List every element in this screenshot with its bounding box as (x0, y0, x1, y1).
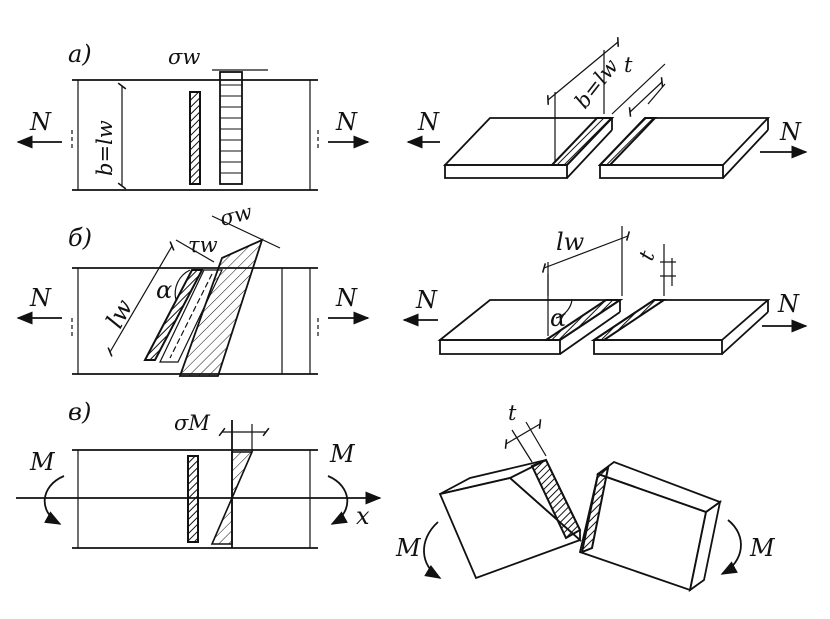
panel-c-iso-thickness-label: t (508, 401, 517, 425)
panel-b-iso-length-label: lw (556, 228, 585, 256)
panel-b-angle-label: α (156, 276, 172, 304)
panel-b-shear-band (159, 269, 223, 363)
panel-a-force-left-label: N (29, 108, 52, 136)
panel-a-iso-force-left-label: N (417, 108, 440, 136)
panel-b-iso-view (437, 226, 771, 355)
panel-b-length-dimension (107, 241, 175, 357)
panel-a-marker: а) (68, 40, 92, 68)
panel-a-stress-label: σw (168, 45, 200, 69)
panel-c: в) σM x M M (16, 398, 776, 593)
panel-c-axis-label: x (356, 502, 370, 530)
panel-b-normal-stress-diagram (178, 238, 264, 377)
panel-c-weld (187, 455, 199, 543)
panel-b-force-right-label: N (335, 284, 358, 312)
panel-c-plate (72, 449, 318, 549)
panel-c-moment-left-label: M (29, 448, 56, 476)
panel-b-shear-label: τw (188, 233, 218, 257)
panel-b: б) lw α τw σw (16, 200, 808, 377)
panel-b-marker: б) (68, 224, 92, 252)
panel-a-stress-diagram (212, 69, 268, 185)
panel-c-moment-left-arrow (43, 475, 65, 525)
panel-a-iso-view (442, 37, 771, 179)
panel-c-iso-view (438, 419, 722, 593)
panel-b-iso-angle-label: α (550, 304, 566, 332)
panel-c-iso-moment-left-arrow (423, 521, 442, 579)
panel-b-length-label: lw (101, 294, 139, 332)
panel-a-iso-force-right-label: N (779, 118, 802, 146)
panel-b-shear-dimension (175, 239, 215, 263)
panel-b-normal-dimension (211, 215, 281, 249)
panel-b-angle-arc (174, 269, 191, 301)
panel-b-iso-force-right-label: N (777, 290, 800, 318)
panel-a-iso-length-label: b=lw (570, 54, 623, 113)
panel-a-force-right-label: N (335, 108, 358, 136)
panel-b-force-left-label: N (29, 284, 52, 312)
panel-c-moment-right-arrow (327, 475, 349, 525)
panel-c-stress-diagram (210, 420, 270, 548)
panel-b-iso-force-left-label: N (415, 286, 438, 314)
panel-c-stress-label: σM (174, 411, 210, 435)
panel-c-marker: в) (68, 398, 91, 426)
panel-b-iso-thickness-label: t (634, 247, 660, 264)
panel-a-weld (189, 91, 201, 185)
panel-b-normal-label: σw (217, 200, 254, 231)
panel-c-moment-right-label: M (329, 440, 356, 468)
panel-c-iso-moment-right-arrow (720, 519, 742, 575)
panel-c-iso-moment-left-label: M (395, 534, 422, 562)
panel-a: а) σw b=lw (16, 37, 808, 191)
panel-a-iso-thickness-label: t (624, 53, 633, 77)
panel-a-plate (71, 79, 319, 191)
panel-c-iso-moment-right-label: M (749, 534, 776, 562)
panel-a-length-label: b=lw (93, 120, 117, 176)
